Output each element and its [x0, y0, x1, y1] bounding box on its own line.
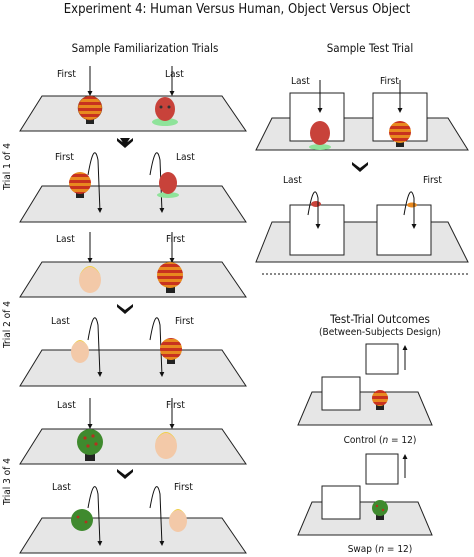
label-first: First — [423, 175, 442, 186]
figure-title: Experiment 4: Human Versus Human, Object… — [63, 2, 411, 17]
label-last: Last — [56, 234, 75, 245]
label-first: First — [166, 400, 185, 411]
familiarization-heading: Sample Familiarization Trials — [71, 41, 219, 55]
green-ball-object — [71, 509, 93, 531]
test-trial-heading: Sample Test Trial — [326, 41, 414, 55]
curved-arrow — [403, 191, 417, 229]
label-last: Last — [52, 482, 71, 493]
red-doll-head — [152, 97, 178, 126]
curved-arrow — [149, 317, 165, 377]
curved-arrow — [87, 317, 103, 377]
striped-ball-object — [389, 121, 411, 147]
label-first: First — [55, 152, 74, 163]
platform — [19, 517, 247, 554]
curved-arrow — [149, 152, 165, 213]
platform — [19, 261, 247, 298]
platform — [19, 185, 247, 223]
curved-arrow — [307, 191, 321, 229]
red-doll-head — [311, 201, 321, 207]
curved-arrow — [87, 486, 103, 546]
blond-doll-head — [169, 509, 187, 532]
striped-ball-object — [372, 390, 388, 410]
label-last: Last — [51, 316, 70, 327]
striped-ball-object — [157, 262, 183, 293]
big-arrow-down — [117, 138, 133, 148]
platform — [297, 391, 433, 426]
label-first: First — [380, 76, 399, 87]
label-first: First — [166, 234, 185, 245]
platform — [19, 349, 247, 387]
label-last: Last — [57, 400, 76, 411]
blond-doll-head — [79, 266, 101, 293]
big-arrow-down — [352, 162, 368, 172]
blond-doll-head — [155, 432, 177, 459]
blond-doll-head — [71, 340, 89, 363]
big-arrow-down — [117, 469, 133, 479]
platform — [255, 221, 469, 263]
outcomes-heading: Test-Trial Outcomes — [330, 312, 430, 326]
curved-arrow — [149, 486, 165, 546]
platform — [255, 117, 469, 151]
control-caption: Control (n = 12) — [343, 435, 417, 446]
screen-box — [321, 485, 361, 520]
screen-box — [321, 376, 361, 411]
big-arrow-down — [117, 304, 133, 314]
red-doll-head — [157, 172, 179, 198]
green-ball-object — [77, 429, 103, 461]
platform — [19, 95, 247, 132]
label-first: First — [174, 482, 193, 493]
screen-box-raised — [365, 343, 399, 375]
striped-ball-object — [69, 172, 91, 198]
striped-ball-object — [160, 338, 182, 364]
swap-caption: Swap (n = 12) — [347, 544, 413, 555]
label-first: First — [175, 316, 194, 327]
platform — [19, 428, 247, 465]
platform — [297, 501, 433, 536]
striped-ball-object — [407, 202, 417, 208]
outcomes-subheading: (Between-Subjects Design) — [319, 327, 441, 338]
curved-arrow — [87, 152, 103, 213]
screen-box — [289, 204, 345, 256]
label-last: Last — [165, 69, 184, 80]
label-last: Last — [283, 175, 302, 186]
label-last: Last — [291, 76, 310, 87]
label-first: First — [57, 69, 76, 80]
striped-ball-object — [77, 95, 103, 124]
red-doll-head — [309, 121, 331, 150]
green-ball-object — [372, 500, 388, 520]
label-last: Last — [176, 152, 195, 163]
screen-box-raised — [365, 453, 399, 485]
